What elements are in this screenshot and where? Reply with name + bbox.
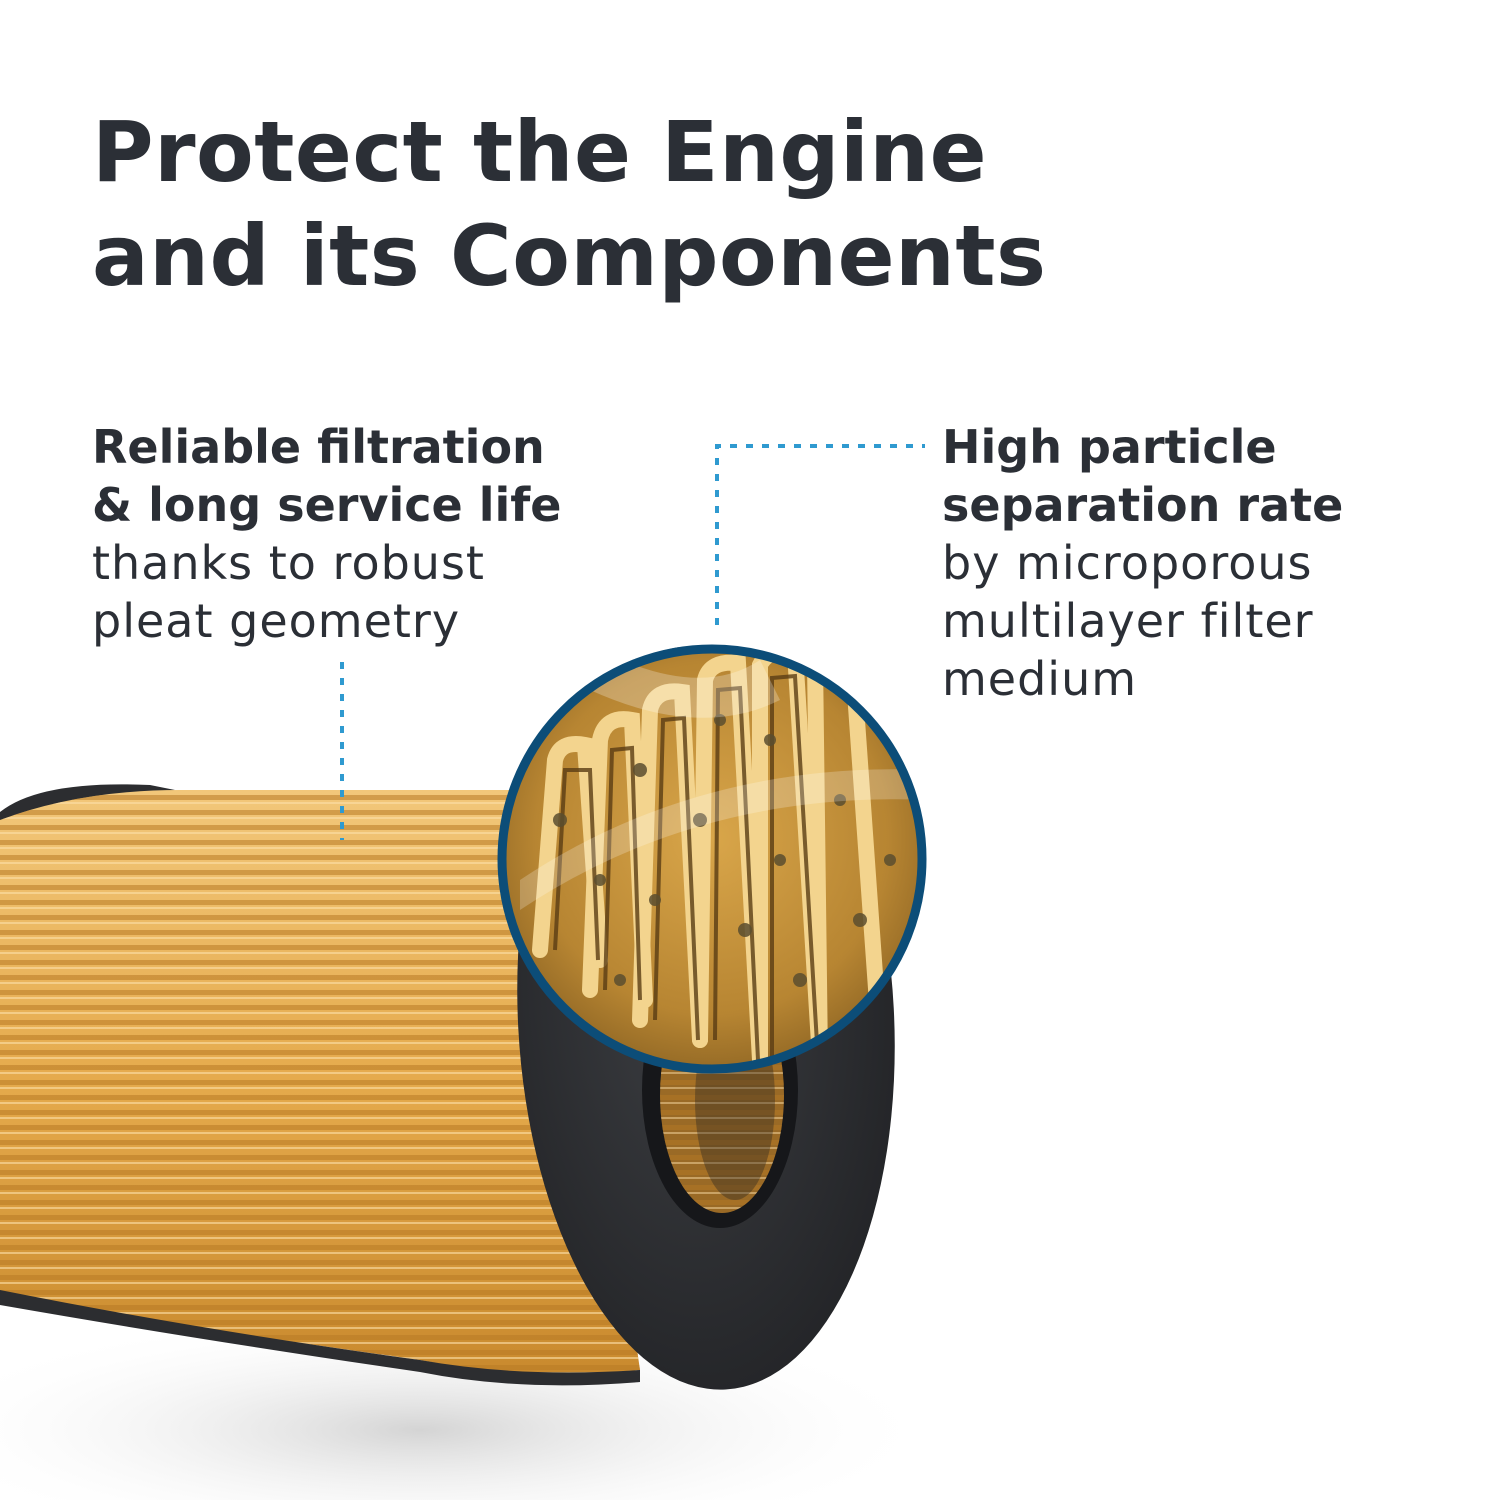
right-callout-line — [715, 444, 925, 625]
feature-filtration: Reliable filtration & long service life … — [92, 418, 561, 650]
feature-title-line-2: separation rate — [942, 478, 1344, 532]
feature-desc-line-3: medium — [942, 652, 1138, 706]
bottom-edge — [0, 1290, 640, 1386]
title-line-1: Protect the Engine — [92, 103, 988, 201]
feature-title-line-1: High particle — [942, 420, 1277, 474]
feature-particle-separation: High particle separation rate by micropo… — [942, 418, 1343, 708]
feature-desc-line-1: by microporous — [942, 536, 1313, 590]
feature-desc-line-2: multilayer filter — [942, 594, 1314, 648]
feature-title-line-1: Reliable filtration — [92, 420, 545, 474]
callout-lines — [340, 444, 925, 840]
feature-desc-line-2: pleat geometry — [92, 594, 461, 648]
title-line-2: and its Components — [92, 207, 1047, 305]
zoom-magnifier — [497, 644, 927, 1074]
feature-title-line-2: & long service life — [92, 478, 562, 532]
feature-desc-line-1: thanks to robust — [92, 536, 485, 590]
filter-pleats — [0, 790, 640, 1374]
page-title: Protect the Engine and its Components — [92, 100, 1392, 308]
